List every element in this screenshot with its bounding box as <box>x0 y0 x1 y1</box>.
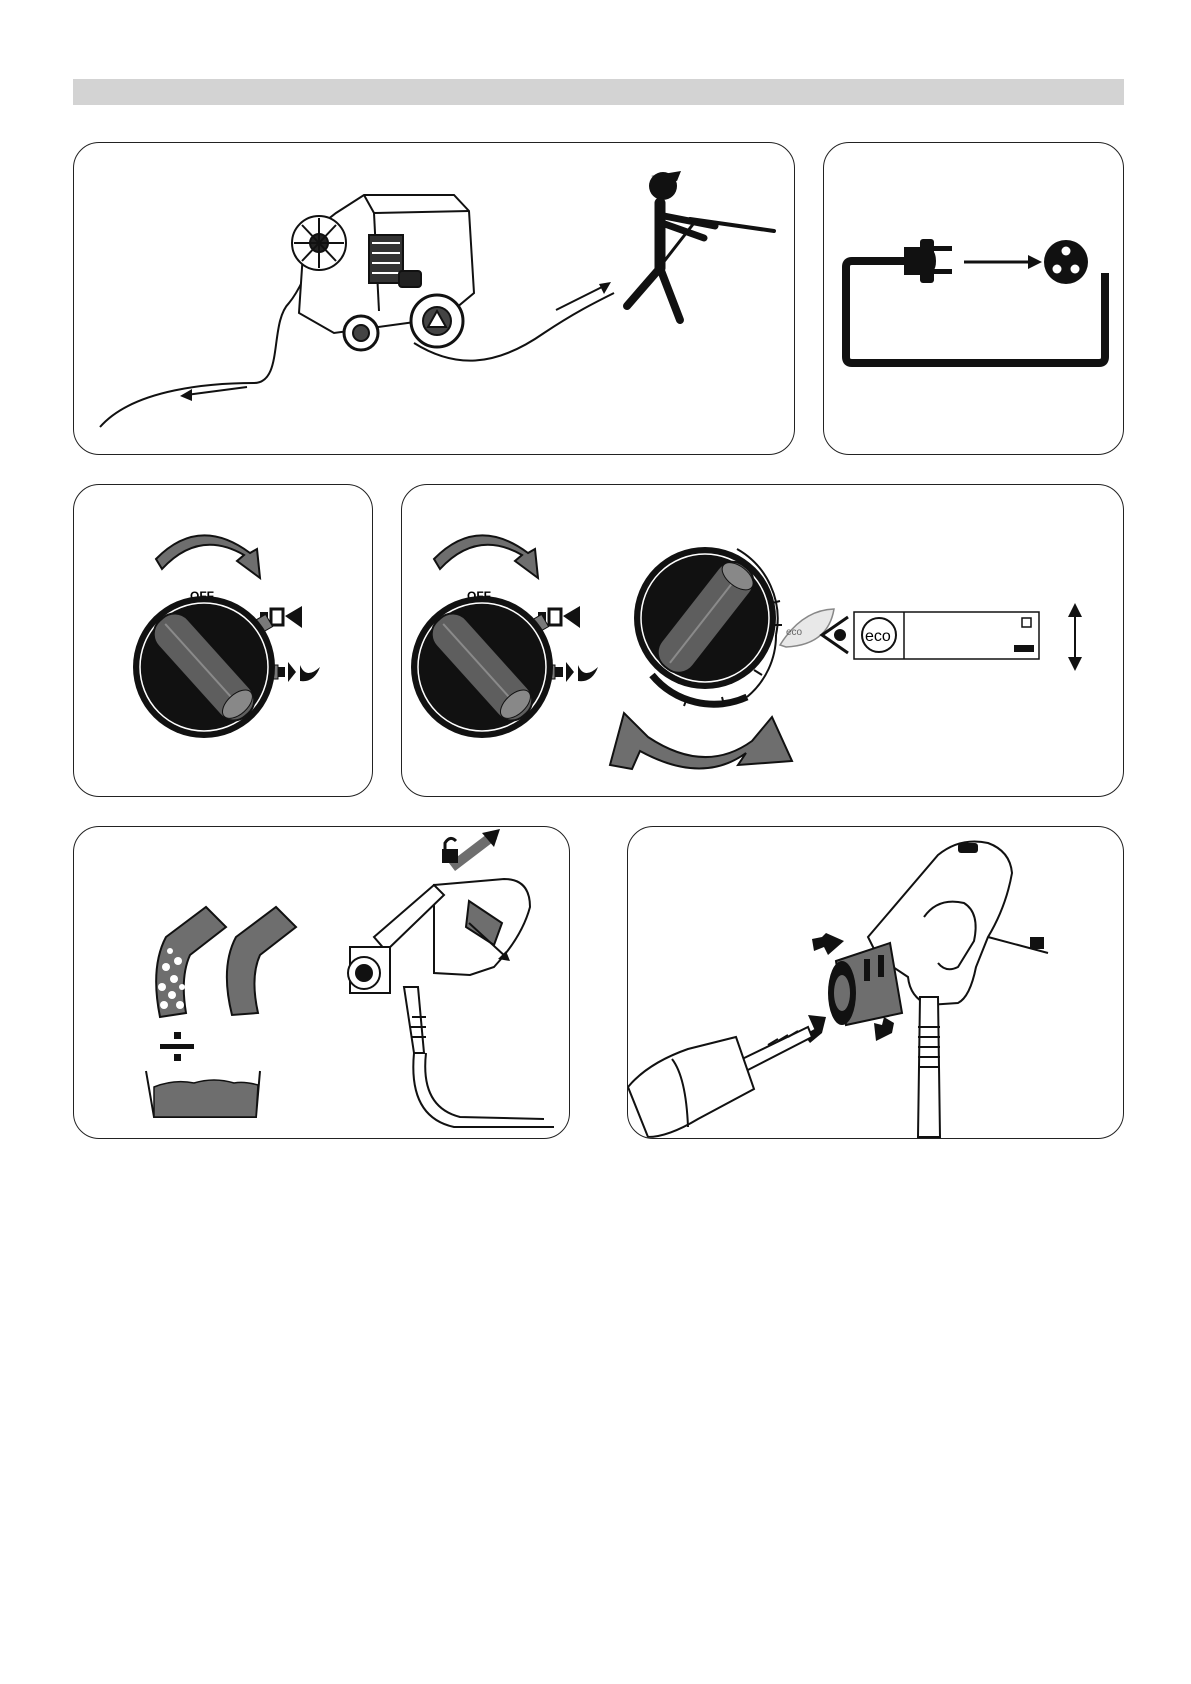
pressure-washer-icon <box>292 195 474 350</box>
display-icon: eco <box>854 612 1039 659</box>
rotary-switch-icon[interactable] <box>411 596 555 738</box>
detergent-illustration <box>74 827 570 1139</box>
mains-connection-illustration <box>824 143 1124 455</box>
adjust-rotation-arrow-icon <box>610 713 792 769</box>
spray-gun-unlock-icon[interactable] <box>348 829 554 1127</box>
switch-on-illustration: OFF <box>74 485 373 797</box>
eco-label: eco <box>865 628 891 645</box>
operator-with-lance-icon <box>627 171 774 320</box>
socket-icon <box>1044 240 1088 284</box>
panel-switch-on: OFF <box>73 484 373 797</box>
rotary-switch-icon[interactable] <box>133 596 278 738</box>
panel-connect-hoses <box>73 142 795 455</box>
padlock-open-icon <box>442 838 458 863</box>
small-eco-label: eco <box>786 627 803 638</box>
temperature-dial-icon[interactable] <box>634 547 782 706</box>
supply-hose <box>100 253 314 427</box>
hose-direction-arrow-icon <box>556 282 611 310</box>
nozzle-icon[interactable] <box>828 943 902 1025</box>
plug-icon <box>904 239 952 283</box>
panel-mains-plug <box>823 142 1124 455</box>
lance-icon <box>628 1027 812 1137</box>
header-bar <box>73 79 1124 105</box>
rotation-arrow-icon <box>156 535 260 578</box>
rotation-arrow-icon <box>434 535 538 578</box>
panel-eco-mode: OFF <box>401 484 1124 797</box>
panel-nozzle-change <box>627 826 1124 1139</box>
detergent-dosing-icon <box>146 907 296 1117</box>
plug-to-socket-arrow-icon <box>964 255 1042 269</box>
pressure-washer-illustration <box>74 143 795 455</box>
hot-water-mode-icon <box>277 662 320 682</box>
vertical-adjust-arrow-icon <box>1068 603 1082 671</box>
hot-water-mode-icon <box>555 662 598 682</box>
nozzle-change-illustration <box>628 827 1124 1139</box>
panel-detergent <box>73 826 570 1139</box>
hose-direction-arrow-icon <box>180 387 247 401</box>
eco-leaf-icon: eco <box>780 609 834 647</box>
eco-mode-illustration: OFF <box>402 485 1124 797</box>
